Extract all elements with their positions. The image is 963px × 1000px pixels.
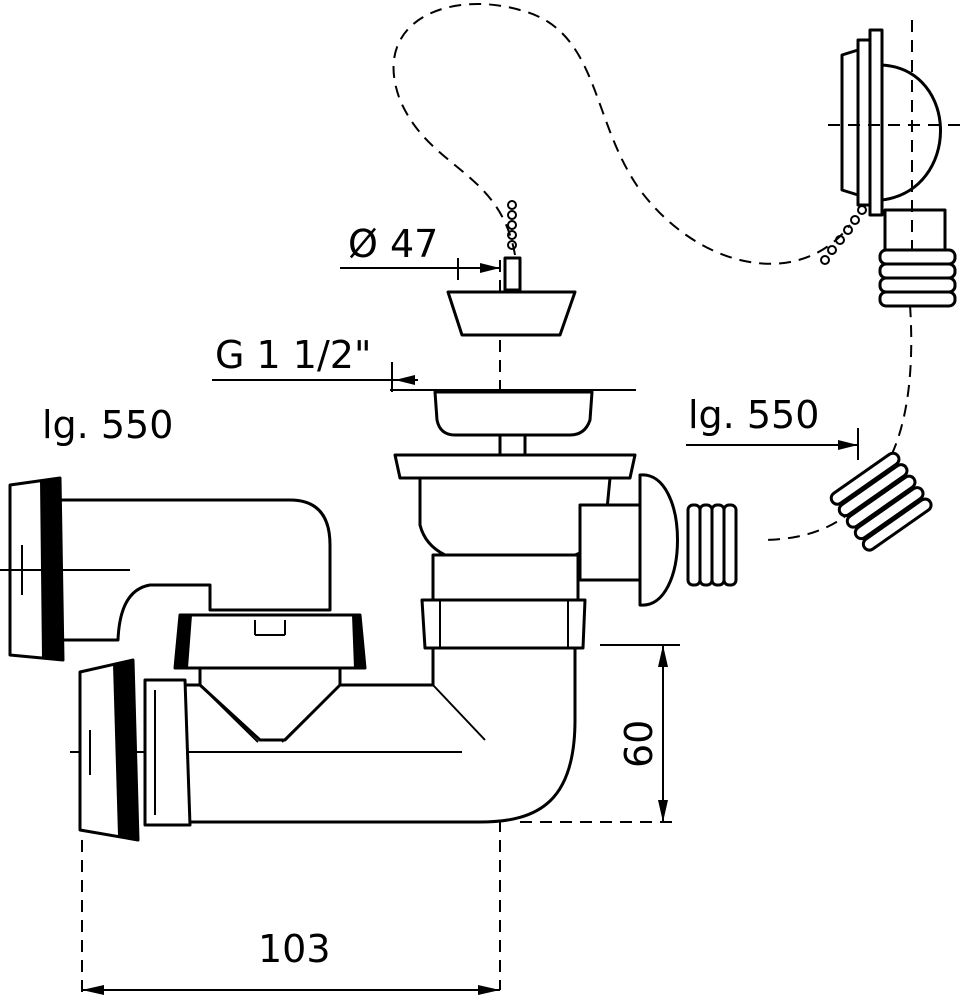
overflow-side-connector (578, 473, 738, 607)
overflow-cover (828, 20, 960, 308)
drain-hose-length-label: lg. 550 (688, 393, 819, 437)
tailpiece (431, 553, 580, 602)
thread-dimension (212, 362, 418, 392)
height-dimension (600, 644, 680, 822)
width-label: 103 (258, 927, 331, 971)
diameter-dimension (340, 258, 500, 280)
overflow-hose-length-label: lg. 550 (42, 403, 173, 447)
height-label: 60 (617, 720, 661, 768)
basket-flange (393, 453, 637, 480)
plug-stopper (446, 290, 577, 337)
width-dimension (81, 840, 500, 995)
drain-hose-end-ribbed (829, 451, 933, 552)
hose-length-dimension-right (686, 428, 859, 460)
upper-bend-pipe (58, 498, 332, 642)
overflow-to-elbow-hose-dashed (759, 304, 913, 541)
overflow-chain (820, 205, 867, 265)
plug-chain (507, 200, 517, 250)
diameter-label: Ø 47 (348, 222, 438, 266)
plug-stem (503, 256, 522, 292)
strainer-stem (498, 433, 527, 457)
thread-label: G 1 1/2" (215, 333, 371, 377)
strainer-bowl (433, 390, 594, 437)
overflow-hose-dashed (392, 3, 851, 265)
lower-left-thread (143, 678, 192, 827)
tailpiece-nut (420, 598, 587, 650)
upper-union-nut (173, 613, 367, 670)
